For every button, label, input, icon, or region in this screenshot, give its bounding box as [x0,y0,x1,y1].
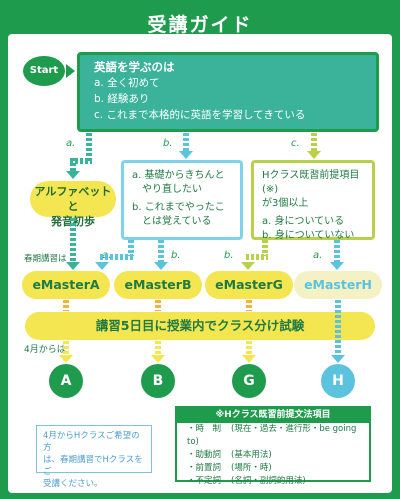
course-emaster-g: eMasterG [205,271,293,299]
grammar-row-modal: ・助動詞 (基本用法) [177,449,369,462]
exam-to-g [246,341,252,355]
grammar-row-preposition: ・前置詞 (場所・時) [177,462,369,475]
alphabet-box: アルファベットと 発音初歩 [30,181,116,228]
question-heading: 英語を学ぶのは [94,60,175,74]
a-to-exam [63,300,69,311]
grammar-key: ・前置詞 [187,463,222,473]
b-to-a-arrow [95,262,109,270]
b-line-3: b. これまでやったこ [132,202,225,213]
b-to-a-connector [128,240,134,256]
class-g-circle: G [232,364,266,398]
grammar-heading: ※Hクラス既習前提文法項目 [177,408,369,423]
class-a-circle: A [49,364,83,398]
branch-a-connector-h [70,158,92,164]
course-emaster-b: eMasterB [114,271,202,299]
exam-to-g-arrow [242,355,256,363]
question-option-c: c. これまで本格的に英語を学習してきている [94,109,306,121]
question-box: 英語を学ぶのは a. 全く初めて b. 経験あり c. これまで本格的に英語を学… [77,52,379,132]
title-bar: 受講ガイド [6,4,394,36]
exam-to-a-arrow [59,355,73,363]
h-class-note: 4月からHクラスご希望の方 は、春期講習でHクラスをご 受講ください。 [36,425,152,489]
grammar-row-tense: ・時 制(現在・過去・進行形・be going to) [177,423,369,449]
c-to-g-connector [262,240,268,256]
april-label: 4月からは [24,345,66,355]
start-arrow [66,64,75,78]
b-to-b-arrow [154,262,168,270]
abc-to-a-connector [70,218,76,262]
h-to-class-h-arrow [331,355,345,363]
b-line-1: a. 基礎からきちんと [132,170,225,181]
h-to-class-h [335,300,341,355]
g-to-exam [246,300,252,311]
course-emaster-a: eMasterA [22,271,110,299]
branch-c-box: Hクラス既習前提項目(※) が3個以上 a. 身についている b. 身についてい… [251,160,375,241]
b-to-b-connector [158,240,164,262]
c-line-1: Hクラス既習前提項目(※) [262,170,360,195]
spring-label: 春期講習は [24,254,67,264]
branch-label-b: b. [163,138,173,149]
b-line-2: やり直したい [142,184,202,195]
b-to-a-connector-h [100,254,134,260]
branch-b-connector [183,133,189,152]
grammar-key: ・不定詞 [187,476,222,486]
c-to-h-connector [334,240,340,262]
grammar-key: ・時 制 [187,424,222,434]
c-to-h-label: a. [313,250,323,261]
note-line-3: 受講ください。 [43,479,103,489]
question-option-a: a. 全く初めて [94,77,160,89]
grammar-value: (現在・過去・進行形・be going to) [187,424,357,447]
c-line-2: が3個以上 [262,198,309,209]
exam-to-b-arrow [151,355,165,363]
placement-exam-bar: 講習5日目に授業内でクラス分け試験 [25,312,375,340]
c-line-3: a. 身についている [262,216,345,227]
note-line-2: は、春期講習でHクラスをご [43,455,143,477]
branch-label-c: c. [291,138,300,149]
alphabet-line-1: アルファベットと [34,185,112,213]
branch-b-arrow [179,151,193,159]
c-line-4: b. 身についていない [262,230,355,241]
branch-label-a: a. [66,138,76,149]
abc-to-a-arrow [66,262,80,270]
question-option-b: b. 経験あり [94,93,150,105]
branch-c-arrow [307,151,321,159]
branch-c-connector [311,133,317,152]
branch-a-connector [86,133,92,161]
b-to-b-label: b. [171,250,181,261]
grammar-key: ・助動詞 [187,450,222,460]
c-to-g-arrow [241,262,255,270]
c-to-h-arrow [330,262,344,270]
grammar-box: ※Hクラス既習前提文法項目 ・時 制(現在・過去・進行形・be going to… [175,406,371,486]
b-line-4: とは覚えている [142,216,212,227]
class-h-circle: H [321,364,355,398]
branch-a-arrow [66,171,80,179]
b-to-exam [155,300,161,311]
note-line-1: 4月からHクラスご希望の方 [43,431,140,453]
start-node: Start [23,56,65,86]
grammar-value: (場所・時) [231,463,272,473]
course-emaster-h: eMasterH [294,271,382,299]
page-title: 受講ガイド [147,14,253,36]
grammar-value: (基本用法) [231,450,272,460]
grammar-value: (名詞・副詞的用法) [231,476,306,486]
branch-b-box: a. 基礎からきちんと やり直したい b. これまでやったこ とは覚えている [121,160,243,240]
c-to-g-connector-h [246,254,268,260]
exam-to-b [155,341,161,355]
grammar-row-infinitive: ・不定詞 (名詞・副詞的用法) [177,475,369,488]
c-to-g-label: b. [224,250,234,261]
branch-a-connector-2 [70,158,76,172]
class-b-circle: B [141,364,175,398]
exam-to-a [63,341,69,355]
